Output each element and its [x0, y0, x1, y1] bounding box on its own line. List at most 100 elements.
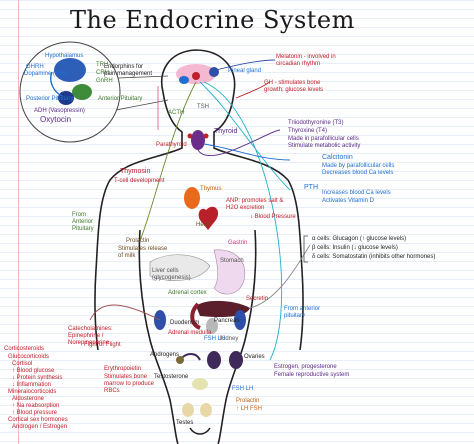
label-epo-note: Stimulates bone marrow to produce RBCs — [104, 374, 155, 394]
testes-right — [200, 403, 212, 417]
label-testes: Testes — [176, 420, 194, 426]
label-crh: CRH — [96, 70, 109, 76]
label-adh: ADH (Vasopressin) — [34, 108, 85, 114]
label-posterior-pituitary: Posterior Pituitary — [26, 96, 74, 102]
label-calcitonin: Calcitonin — [322, 154, 353, 161]
label-gastrin: Gastrin — [228, 240, 248, 246]
pineal-gland — [209, 67, 219, 77]
inset-anterior-pituitary — [72, 84, 92, 100]
label-thyroid: Thyroid — [214, 128, 238, 135]
label-alpha-cells: α cells: Glucagon (↑ glucose levels) — [312, 236, 407, 242]
thyroid-gland — [191, 130, 205, 150]
label-prolactin-2: Prolactin — [236, 398, 260, 404]
label-from-ant-pit: From Anterior Pituitary — [72, 212, 94, 232]
label-liver: Liver cells (glycogenesis) — [152, 268, 191, 281]
label-erythropoietin: Erythropoietin — [104, 366, 142, 372]
label-pth-note1: Increases blood Ca levels — [322, 190, 391, 196]
pituitary-gland — [192, 72, 200, 80]
line-gh — [235, 81, 271, 99]
label-t-note2: Stimulate metabolic activity — [288, 143, 361, 149]
kidney-organ — [206, 318, 218, 334]
label-t4: Thyroxine (T4) — [288, 128, 328, 134]
islet-bracket — [303, 235, 308, 263]
label-tsh: TSH — [197, 104, 209, 110]
label-na-reabsorption: ↑ Na reabsorption — [12, 403, 60, 409]
ovary-left — [207, 351, 221, 369]
label-catecholamines: Catecholamines: Epinephrine / Norepineph… — [68, 326, 113, 346]
label-adrenal-cortex: Adrenal cortex — [168, 290, 207, 296]
inset-posterior-pituitary — [58, 91, 74, 105]
label-anp: ANP: promotes salt & H2O excretion — [226, 198, 284, 211]
label-fsh-lh: FSH LH — [204, 336, 226, 342]
label-from-ant-pit-2: From anterior pituitary — [284, 306, 321, 319]
line-pituitary-prolactin — [139, 81, 197, 241]
label-dopamine: Dopamine (PIH) — [24, 71, 68, 77]
inset-stalk — [50, 71, 63, 97]
label-endorphins: Endorphins for pain management — [104, 64, 153, 77]
label-secretin: Secretin — [246, 296, 269, 302]
label-calc-note1: Made by parafollicular cells — [322, 163, 395, 169]
label-androgen-estrogen: Androgen / Estrogen — [12, 424, 68, 430]
inset-connector-top — [117, 75, 169, 79]
label-melatonin: Melatonin - involved in circadian rhythm — [276, 54, 336, 67]
label-calc-note2: Decreases blood Ca levels — [322, 170, 394, 176]
adrenal-right — [234, 310, 246, 330]
label-cortisol: Cortisol — [12, 361, 33, 367]
label-estrogen: Estrogen, progesterone — [274, 364, 337, 370]
label-t3: Triiodothyronine (T3) — [288, 120, 344, 126]
label-protein-synthesis: ↓ Protein synthesis — [12, 375, 63, 381]
label-prolactin: Prolactin — [126, 238, 150, 244]
inset-hypothalamus — [54, 58, 86, 82]
heart-organ — [198, 206, 219, 230]
label-thymosin: Thymosin — [120, 168, 151, 175]
label-testosterone: Testosterone — [154, 374, 189, 380]
label-pancreas: Pancreas — [214, 318, 240, 324]
label-gh: GH - stimulates bone growth; glucose lev… — [264, 80, 324, 93]
label-estrogen-note: Female reproductive system — [274, 372, 350, 378]
label-heart: Heart — [196, 222, 211, 228]
label-t-note1: Made in parafollicular cells — [288, 136, 359, 142]
line-catecholamines — [89, 304, 161, 321]
label-stomach: Stomach — [220, 258, 244, 264]
body-right-outline — [161, 49, 304, 351]
pituitary-inset-circle — [19, 41, 121, 143]
label-adrenal-medulla: Adrenal medulla — [168, 330, 212, 336]
label-thymosin-note: T-cell development — [114, 178, 165, 184]
label-acth: ACTH — [168, 110, 185, 116]
label-anterior-pituitary: Anterior Pituitary — [98, 96, 143, 102]
label-kidney: Kidney — [220, 336, 239, 342]
line-melatonin — [215, 59, 276, 71]
parathyroid-left — [187, 133, 193, 139]
brain-blue-gland — [179, 76, 189, 84]
label-aldosterone: Aldosterone — [12, 396, 45, 402]
small-gland — [176, 356, 184, 364]
label-glucocorticoids: Glucocorticoids — [8, 354, 50, 360]
label-lh-fsh-note: ↑ LH FSH — [236, 406, 263, 412]
testes-left — [182, 403, 194, 417]
label-ghrh: GHRH — [26, 64, 44, 70]
label-anp-note: ↓ Blood Pressure — [250, 214, 296, 220]
inner-left-line — [138, 229, 179, 444]
duodenum-organ — [190, 302, 201, 330]
label-hypothalamus: Hypothalamus — [45, 53, 84, 59]
label-prolactin-note: Stimulates release of milk — [118, 246, 168, 259]
line-calcitonin — [203, 143, 291, 161]
label-pineal: Pineal gland — [228, 68, 262, 74]
label-pth: PTH — [304, 184, 318, 191]
line-pancreas-islets — [249, 244, 311, 309]
label-mineralocorticoids: Mineralocorticoids — [8, 389, 57, 395]
label-thymus: Thymus — [200, 186, 222, 192]
label-androgens: Androgens — [150, 352, 180, 358]
label-cortical-sex: Cortical sex hormones — [8, 417, 68, 423]
crotch-line — [189, 427, 211, 435]
label-ovaries: Ovaries — [244, 354, 265, 360]
label-fight-flight: Fight or Flight — [84, 342, 121, 348]
thymus-gland — [184, 187, 200, 209]
label-pth-note2: Activates Vitamin D — [322, 198, 374, 204]
bladder-organ — [192, 378, 208, 390]
label-blood-pressure: ↑ Blood pressure — [12, 410, 58, 416]
label-beta-cells: β cells: Insulin (↓ glucose levels) — [312, 245, 398, 251]
ovary-right — [229, 351, 243, 369]
label-trh: TRH — [96, 62, 109, 68]
